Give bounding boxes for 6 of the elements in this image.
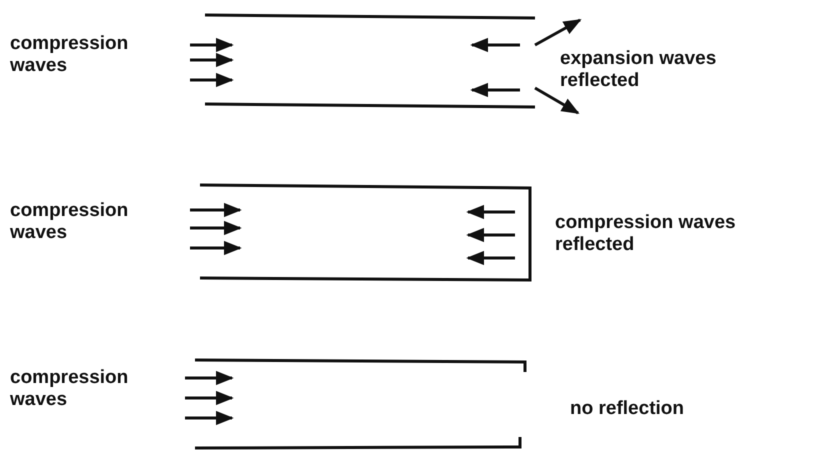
wave-label: compression waves reflected bbox=[555, 212, 737, 256]
wave-label: compression waves bbox=[10, 367, 130, 411]
wave-label: compression waves bbox=[10, 200, 130, 244]
wave-label: compression waves bbox=[10, 33, 130, 77]
wave-label: no reflection bbox=[570, 398, 686, 420]
wave-label: expansion waves reflected bbox=[560, 48, 718, 92]
